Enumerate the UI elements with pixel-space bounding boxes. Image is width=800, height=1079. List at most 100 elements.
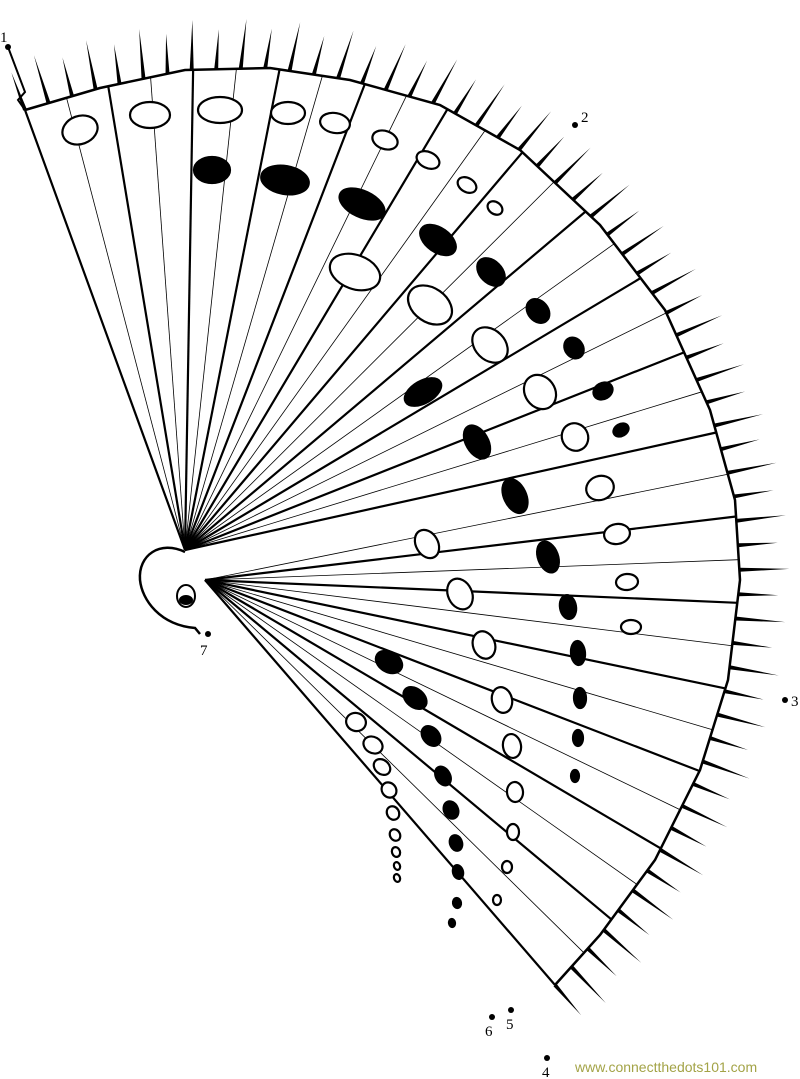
dot-7[interactable] bbox=[205, 631, 211, 637]
feather-ray bbox=[184, 151, 524, 551]
feather-spike bbox=[706, 391, 746, 405]
feather-spike bbox=[729, 665, 779, 676]
feather-ray bbox=[204, 579, 613, 921]
feather-spike bbox=[553, 983, 582, 1016]
feather-spike bbox=[636, 252, 672, 276]
dot-label-2: 2 bbox=[581, 110, 589, 126]
feather-eye-spot bbox=[569, 639, 587, 667]
feather-ray bbox=[66, 97, 186, 551]
feather-eye-spot bbox=[612, 422, 630, 438]
feather-spike bbox=[727, 462, 777, 475]
feather-ray bbox=[184, 95, 407, 551]
dot-5[interactable] bbox=[508, 1007, 514, 1013]
feather-eye-spot bbox=[402, 686, 428, 710]
feather-spike bbox=[113, 44, 122, 85]
feather-eye-spot bbox=[328, 252, 382, 292]
feather-ray bbox=[183, 69, 281, 551]
feather-ray bbox=[183, 69, 195, 551]
dot-label-5: 5 bbox=[506, 1017, 514, 1033]
feather-spike bbox=[431, 59, 458, 105]
feather-spike bbox=[263, 28, 272, 69]
feather-eye-spot bbox=[560, 422, 590, 452]
feather-ray bbox=[204, 578, 726, 690]
feather-spike bbox=[692, 782, 730, 800]
feather-spike bbox=[589, 184, 630, 218]
dot-4[interactable] bbox=[544, 1055, 550, 1061]
feather-ray bbox=[204, 578, 700, 773]
feather-ray bbox=[23, 109, 187, 551]
feather-spike bbox=[736, 515, 786, 523]
tail-outline bbox=[24, 66, 742, 986]
dot-6[interactable] bbox=[489, 1014, 495, 1020]
feather-eye-spot bbox=[490, 686, 514, 714]
feather-spike bbox=[287, 22, 301, 72]
feather-eye-spot bbox=[462, 424, 492, 460]
feather-ray bbox=[184, 277, 642, 551]
feather-eye-spot bbox=[602, 522, 632, 546]
feather-eye-spot bbox=[362, 735, 384, 755]
feather-spike bbox=[665, 295, 703, 315]
feather-eye-spot bbox=[374, 649, 404, 675]
feather-eye-spot bbox=[372, 758, 392, 776]
feather-eye-spot bbox=[491, 893, 503, 907]
feather-spike bbox=[33, 55, 51, 104]
feather-eye-spot bbox=[571, 728, 585, 748]
numbered-dots: 1 2 3 4 5 6 7 bbox=[0, 30, 799, 1079]
feather-eye-spot bbox=[269, 100, 307, 126]
feather-ray bbox=[150, 77, 186, 551]
feather-ray bbox=[184, 210, 587, 551]
feather-eye-spot bbox=[592, 381, 614, 401]
feather-ray bbox=[204, 579, 556, 986]
feather-ray bbox=[204, 579, 713, 731]
dot-3[interactable] bbox=[782, 697, 788, 703]
feather-eye-spot bbox=[388, 828, 402, 842]
feather-eye-spot bbox=[505, 822, 521, 842]
feather-spike bbox=[311, 35, 325, 76]
feather-ray bbox=[204, 473, 728, 581]
feather-eye-spot bbox=[448, 834, 464, 852]
feather-spike bbox=[737, 542, 778, 548]
feather-spike bbox=[11, 72, 27, 111]
feather-eye-spot bbox=[619, 618, 643, 636]
feather-eye-spot bbox=[558, 594, 578, 620]
feather-ray bbox=[184, 243, 615, 551]
feather-ray bbox=[184, 431, 717, 552]
feather-spike bbox=[732, 640, 773, 648]
dot-2[interactable] bbox=[572, 122, 578, 128]
feather-ray bbox=[204, 579, 681, 811]
feather-spike bbox=[474, 84, 505, 127]
feather-eye-spot bbox=[196, 95, 244, 125]
feather-eye-spot bbox=[380, 781, 398, 799]
feather-spike bbox=[651, 268, 696, 295]
dot-1[interactable] bbox=[5, 44, 11, 50]
feather-spike bbox=[659, 848, 704, 876]
feather-ray bbox=[184, 108, 449, 551]
feather-eye-spot bbox=[128, 100, 172, 130]
feather-eye-spot bbox=[385, 805, 401, 821]
feather-spike bbox=[571, 172, 603, 202]
peacock-head bbox=[7, 46, 201, 635]
feather-spike bbox=[720, 439, 760, 452]
feather-eye-spot bbox=[563, 336, 585, 360]
feather-spike bbox=[360, 45, 377, 85]
feather-eye-spot bbox=[572, 686, 588, 710]
feather-spike bbox=[739, 567, 790, 572]
dot-label-1: 1 bbox=[0, 30, 8, 46]
feather-eye-spot bbox=[390, 846, 402, 858]
feather-eye-spot bbox=[406, 284, 454, 326]
feather-eye-spot bbox=[501, 732, 523, 760]
feather-spike bbox=[496, 105, 522, 139]
feather-ray bbox=[204, 579, 733, 647]
feather-eye-spot bbox=[569, 768, 581, 784]
feather-eye-spot bbox=[371, 129, 399, 151]
feather-spike bbox=[685, 343, 724, 360]
feather-eye-spot bbox=[476, 257, 506, 287]
feather-eye-spot bbox=[451, 864, 465, 880]
feather-spike bbox=[716, 712, 766, 728]
feather-spike bbox=[214, 29, 219, 70]
feather-spike bbox=[617, 908, 650, 936]
feather-spike bbox=[621, 225, 664, 256]
feather-spike bbox=[139, 28, 146, 79]
feather-eye-spot bbox=[501, 477, 529, 515]
dot-label-3: 3 bbox=[791, 694, 799, 710]
